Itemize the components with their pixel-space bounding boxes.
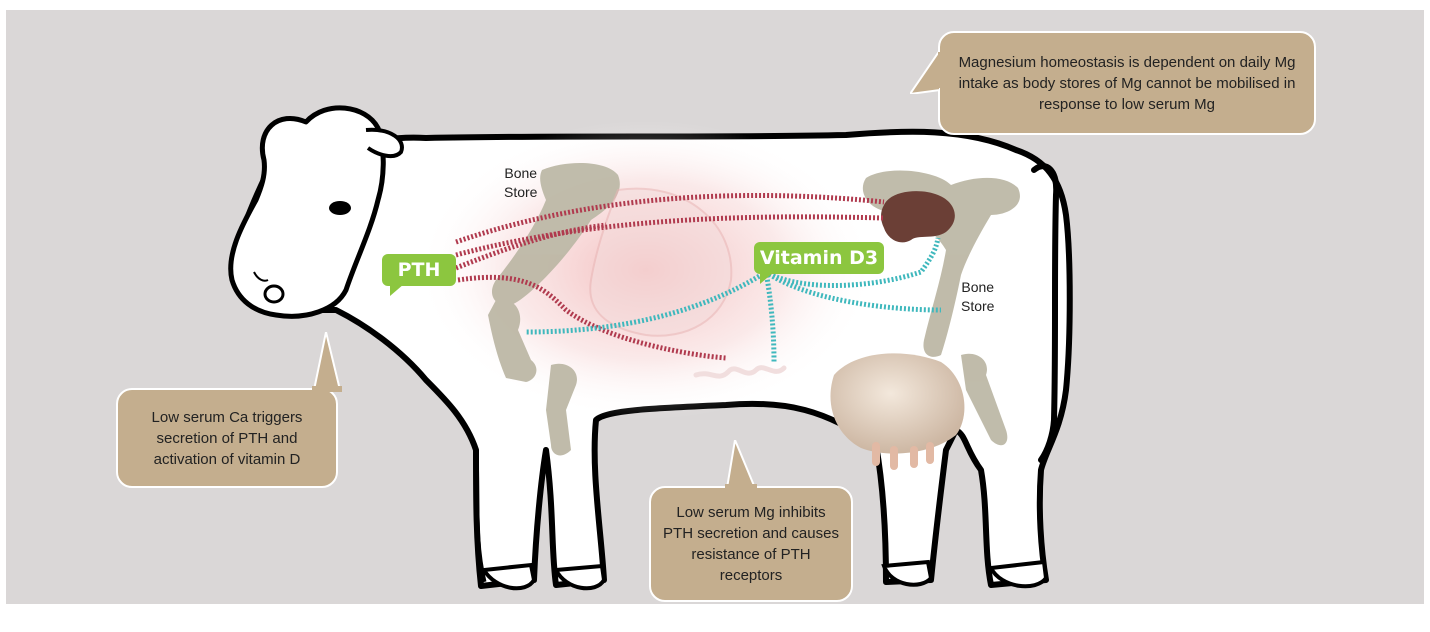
bone-store-front-line1: Bone: [504, 164, 537, 183]
low-calcium-callout-tail: [306, 332, 346, 392]
bone-store-rear-line2: Store: [961, 297, 994, 316]
bone-store-rear-line1: Bone: [961, 278, 994, 297]
pth-tag: PTH: [382, 254, 456, 286]
magnesium-homeostasis-callout: Magnesium homeostasis is dependent on da…: [938, 31, 1316, 135]
bone-store-front-line2: Store: [504, 183, 537, 202]
bone-store-rear-label: Bone Store: [961, 278, 994, 316]
eye-icon: [329, 201, 351, 215]
bone-store-front-label: Bone Store: [504, 164, 537, 202]
low-calcium-callout: Low serum Ca triggers secretion of PTH a…: [116, 388, 338, 488]
vitamin-d3-tag: Vitamin D3: [754, 242, 884, 274]
pth-tag-pointer: [390, 284, 404, 296]
vitamin-d3-tag-pointer: [760, 272, 774, 284]
udder: [830, 353, 964, 453]
cow-ear: [366, 130, 402, 156]
magnesium-callout-tail: [910, 50, 940, 94]
low-magnesium-callout-tail: [721, 440, 761, 490]
diagram-canvas: Bone Store Bone Store PTH Vitamin D3 Mag…: [6, 10, 1424, 604]
low-magnesium-callout: Low serum Mg inhibits PTH secretion and …: [649, 486, 853, 602]
